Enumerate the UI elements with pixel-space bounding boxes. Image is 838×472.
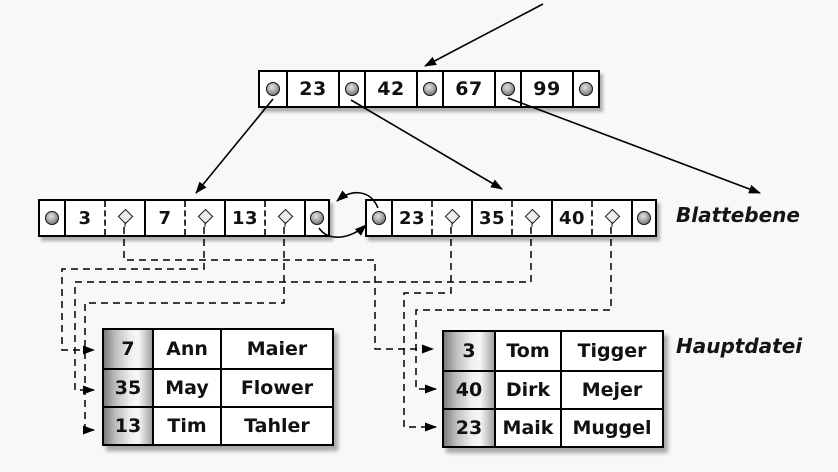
record-pointer-diamond-icon xyxy=(604,208,620,227)
record-pointer-cell xyxy=(264,201,304,235)
record-pointer-diamond-icon xyxy=(117,208,133,227)
leaf-key: 23 xyxy=(398,207,426,229)
pointer-cell xyxy=(304,201,328,235)
leaf-level-label: Blattebene xyxy=(676,203,800,227)
root-node: 23 42 67 99 xyxy=(258,70,600,108)
pointer-cell xyxy=(260,72,286,106)
leaf-key-cell: 40 xyxy=(551,201,591,235)
record-pointer-diamond-icon xyxy=(444,208,460,227)
table-cell-lastname: Maier xyxy=(220,330,332,368)
pointer-cell xyxy=(416,72,442,106)
root-key-cell: 99 xyxy=(520,72,572,106)
root-key: 23 xyxy=(299,78,327,100)
leaf-node-left: 3 7 13 xyxy=(38,199,330,237)
record-pointer-cell xyxy=(104,201,144,235)
leaf-key: 40 xyxy=(558,207,586,229)
pointer-cell xyxy=(40,201,64,235)
leaf-key: 7 xyxy=(158,207,172,229)
table-cell-key: 23 xyxy=(444,408,494,446)
table-row: 13 Tim Tahler xyxy=(104,406,332,444)
pointer-bullet-icon xyxy=(423,82,437,96)
pointer-bullet-icon xyxy=(637,211,651,225)
pointer-bullet-icon xyxy=(372,211,386,225)
leaf-key: 13 xyxy=(231,207,259,229)
arrow-root-to-right-leaf xyxy=(350,99,503,190)
root-key-cell: 23 xyxy=(286,72,338,106)
table-row: 35 May Flower xyxy=(104,368,332,406)
table-cell-lastname: Tigger xyxy=(560,332,662,370)
root-key-cell: 42 xyxy=(364,72,416,106)
leaf-key-cell: 13 xyxy=(224,201,264,235)
pointer-cell xyxy=(367,201,391,235)
table-row: 40 Dirk Mejer xyxy=(444,370,662,408)
pointer-bullet-icon xyxy=(501,82,515,96)
pointer-cell xyxy=(631,201,655,235)
table-cell-firstname: Tom xyxy=(494,332,560,370)
record-pointer-diamond-icon xyxy=(524,208,540,227)
leaf-key: 35 xyxy=(478,207,506,229)
main-file-label: Hauptdatei xyxy=(676,334,803,358)
pointer-cell xyxy=(572,72,598,106)
pointer-cell xyxy=(494,72,520,106)
root-key: 99 xyxy=(533,78,561,100)
table-row: 3 Tom Tigger xyxy=(444,332,662,370)
table-cell-lastname: Mejer xyxy=(560,370,662,408)
table-cell-key: 13 xyxy=(104,406,152,444)
leaf-key-cell: 3 xyxy=(64,201,104,235)
pointer-bullet-icon xyxy=(345,82,359,96)
pointer-bullet-icon xyxy=(266,82,280,96)
record-pointer-cell xyxy=(511,201,551,235)
table-cell-key: 35 xyxy=(104,368,152,406)
root-key: 42 xyxy=(377,78,405,100)
main-file-table-left: 7 Ann Maier 35 May Flower 13 Tim Tahler xyxy=(102,328,334,446)
table-cell-key: 3 xyxy=(444,332,494,370)
main-file-table-right: 3 Tom Tigger 40 Dirk Mejer 23 Maik Mugge… xyxy=(442,330,664,448)
leaf-key-cell: 23 xyxy=(391,201,431,235)
table-cell-firstname: Dirk xyxy=(494,370,560,408)
pointer-bullet-icon xyxy=(45,211,59,225)
record-pointer-diamond-icon xyxy=(197,208,213,227)
record-pointer-cell xyxy=(591,201,631,235)
table-cell-lastname: Flower xyxy=(220,368,332,406)
table-cell-lastname: Muggel xyxy=(560,408,662,446)
table-row: 7 Ann Maier xyxy=(104,330,332,368)
pointer-bullet-icon xyxy=(310,211,324,225)
leaf-key: 3 xyxy=(78,207,92,229)
leaf-key-cell: 35 xyxy=(471,201,511,235)
table-cell-lastname: Tahler xyxy=(220,406,332,444)
table-cell-firstname: May xyxy=(152,368,220,406)
arrow-root-to-left-leaf xyxy=(195,98,274,194)
leaf-node-right: 23 35 40 xyxy=(365,199,657,237)
pointer-cell xyxy=(338,72,364,106)
leaf-key-cell: 7 xyxy=(144,201,184,235)
table-cell-firstname: Ann xyxy=(152,330,220,368)
record-pointer-cell xyxy=(431,201,471,235)
root-key: 67 xyxy=(455,78,483,100)
record-pointer-diamond-icon xyxy=(277,208,293,227)
table-cell-firstname: Tim xyxy=(152,406,220,444)
record-pointer-cell xyxy=(184,201,224,235)
table-cell-key: 40 xyxy=(444,370,494,408)
table-cell-firstname: Maik xyxy=(494,408,560,446)
arrow-into-root xyxy=(424,3,544,67)
table-row: 23 Maik Muggel xyxy=(444,408,662,446)
table-cell-key: 7 xyxy=(104,330,152,368)
root-key-cell: 67 xyxy=(442,72,494,106)
arrow-root-to-offscreen-leaf xyxy=(507,97,761,194)
pointer-bullet-icon xyxy=(579,82,593,96)
